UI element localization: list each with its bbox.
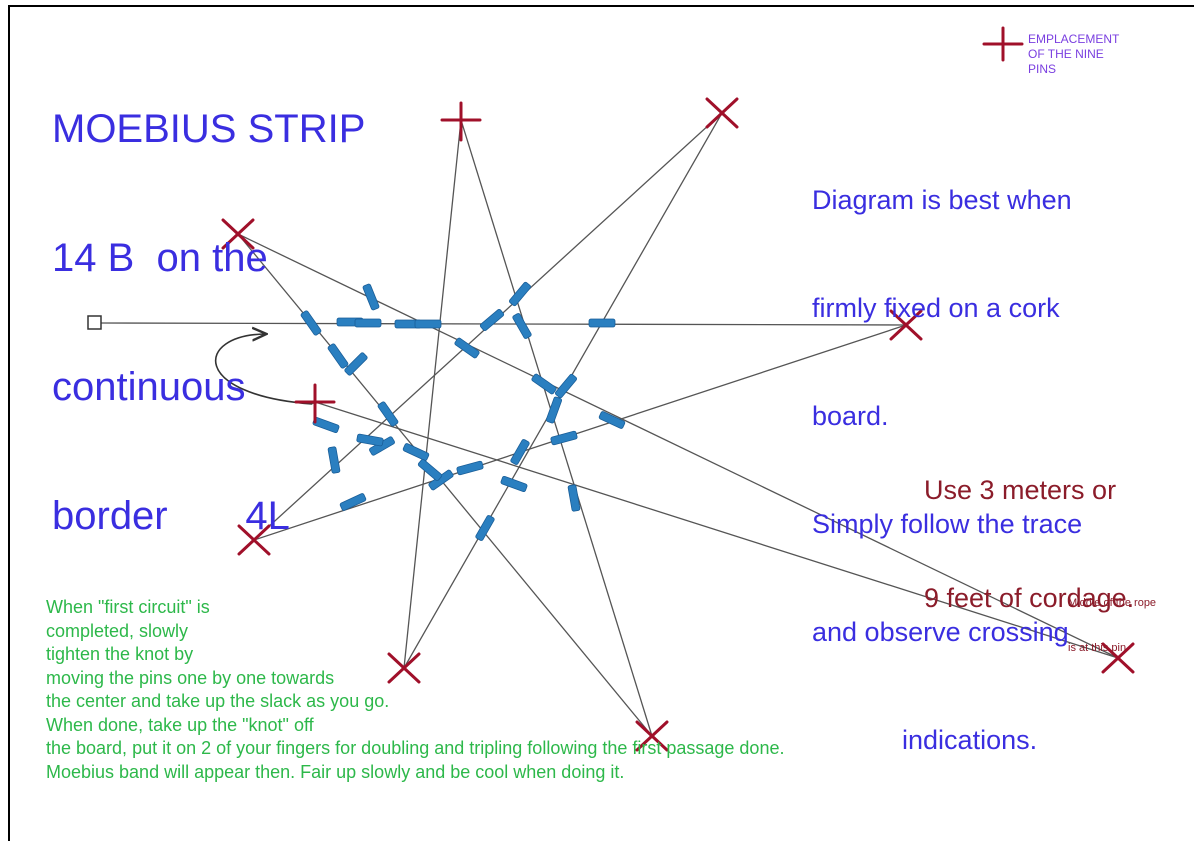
legend-pin-icon bbox=[982, 26, 1024, 62]
crossing-mark bbox=[531, 373, 557, 395]
cord-segment bbox=[97, 322, 907, 326]
instruction-step-line: Moebius band will appear then. Fair up s… bbox=[46, 761, 625, 782]
pin-marker bbox=[221, 218, 255, 250]
cord-segment bbox=[253, 324, 907, 541]
crossing-mark bbox=[402, 443, 430, 461]
crossing-mark bbox=[550, 430, 578, 446]
cord-segment bbox=[314, 401, 1119, 659]
crossing-indications bbox=[300, 281, 626, 541]
crossing-mark bbox=[456, 460, 484, 476]
middle-note-line: Middle of the rope bbox=[1068, 597, 1157, 609]
instruction-line: indications. bbox=[812, 725, 1038, 755]
crossing-mark bbox=[344, 352, 368, 376]
instruction-step-line: the board, put it on 2 of your fingers f… bbox=[46, 738, 785, 758]
crossing-mark bbox=[454, 337, 480, 359]
crossing-mark bbox=[479, 308, 505, 332]
cordage-line: 9 feet of cordage. bbox=[924, 583, 1135, 613]
pin-marker bbox=[1101, 642, 1135, 674]
title-line: MOEBIUS STRIP bbox=[52, 107, 366, 151]
middle-of-rope-note: Middle of the rope is at this pin bbox=[1068, 566, 1156, 671]
cord-segment bbox=[460, 119, 653, 737]
crossing-mark bbox=[327, 343, 349, 369]
crossing-mark bbox=[300, 310, 322, 336]
pin-marker bbox=[705, 97, 739, 129]
crossing-mark bbox=[510, 439, 530, 465]
crossing-mark bbox=[362, 283, 380, 311]
cordage-line: Use 3 meters or bbox=[924, 475, 1117, 505]
crossing-mark bbox=[339, 493, 367, 511]
crossing-mark bbox=[327, 446, 341, 474]
cord-start-square bbox=[87, 315, 102, 330]
pin-marker bbox=[635, 720, 669, 752]
instruction-step-line: tighten the knot by bbox=[46, 644, 194, 664]
instructions-note: Diagram is best when firmly fixed on a c… bbox=[812, 110, 1082, 794]
crossing-mark bbox=[545, 396, 563, 424]
crossing-mark bbox=[354, 318, 382, 328]
pin-marker bbox=[237, 524, 271, 556]
instruction-line: Diagram is best when bbox=[812, 185, 1072, 215]
cord-segment bbox=[237, 233, 1119, 659]
title-line: continuous bbox=[52, 365, 246, 409]
pin-marker bbox=[889, 309, 923, 341]
instruction-line: Simply follow the trace bbox=[812, 509, 1083, 539]
crossing-mark bbox=[417, 458, 443, 482]
crossing-mark bbox=[598, 411, 626, 429]
diagram-frame bbox=[8, 5, 1194, 841]
instruction-step-line: the center and take up the slack as you … bbox=[46, 691, 390, 711]
pin-legend-label: EMPLACEMENT OF THE NINE PINS bbox=[1028, 32, 1120, 76]
crossing-mark bbox=[508, 281, 532, 307]
crossing-mark bbox=[377, 401, 399, 427]
crossing-mark bbox=[567, 484, 581, 512]
instruction-line: board. bbox=[812, 401, 889, 431]
instruction-line: firmly fixed on a cork bbox=[812, 293, 1060, 323]
instruction-step-line: completed, slowly bbox=[46, 620, 189, 641]
crossing-mark bbox=[588, 318, 616, 328]
crossing-mark bbox=[500, 475, 528, 493]
middle-note-line: is at this pin bbox=[1068, 642, 1127, 654]
pin-marker bbox=[387, 652, 421, 684]
instruction-step-line: When "first circuit" is bbox=[46, 597, 210, 617]
crossing-mark bbox=[512, 313, 532, 339]
direction-arrow bbox=[214, 334, 313, 405]
crossing-mark bbox=[356, 433, 384, 447]
pin-marker bbox=[294, 383, 336, 424]
title-line: 14 B on the bbox=[52, 236, 268, 280]
crossing-mark bbox=[414, 319, 442, 329]
tightening-instructions: When "first circuit" is completed, slowl… bbox=[46, 596, 784, 784]
crossing-mark bbox=[475, 515, 495, 541]
diagram-title: MOEBIUS STRIP 14 B on the continuous bor… bbox=[52, 22, 365, 581]
pins bbox=[221, 97, 1135, 752]
cordage-note: Use 3 meters or 9 feet of cordage. bbox=[924, 400, 1134, 652]
crossing-mark bbox=[554, 373, 578, 399]
title-line: border 4L bbox=[52, 494, 290, 538]
instruction-line: and observe crossing bbox=[812, 617, 1069, 647]
instruction-step-line: When done, take up the "knot" off bbox=[46, 714, 314, 735]
instruction-step-line: moving the pins one by one towards bbox=[46, 667, 335, 688]
cord-segment bbox=[403, 119, 462, 669]
pin-marker bbox=[440, 101, 482, 142]
